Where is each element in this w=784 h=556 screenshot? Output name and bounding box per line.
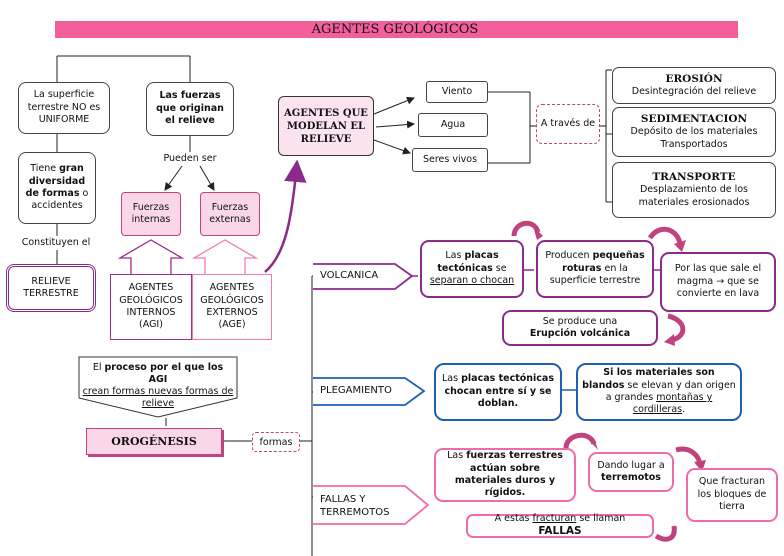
transporte-box: TRANSPORTE Desplazamiento de los materia… (612, 162, 776, 218)
diversidad-box: Tiene gran diversidad de formas o accide… (18, 152, 96, 224)
seres-vivos-box: Seres vivos (412, 148, 488, 172)
sedimentacion-box: SEDIMENTACION Depósito de los materiales… (612, 107, 776, 157)
plegamiento-placas-box: Las placas tectónicas chocan entre sí y … (434, 363, 562, 421)
fallas-terremotos-box: Dando lugar a terremotos (588, 452, 674, 492)
agi-box: AGENTES GEOLÓGICOS INTERNOS (AGI) (110, 274, 192, 340)
relieve-terrestre-box: RELIEVE TERRESTRE (6, 264, 96, 312)
modelan-box: AGENTES QUE MODELAN EL RELIEVE (278, 96, 374, 156)
volcanica-erupcion-box: Se produce una Erupción volcánica (502, 310, 658, 346)
erosion-box: EROSIÓN Desintegración del relieve (612, 67, 776, 104)
formas-label: formas (252, 432, 300, 452)
constituyen-label: Constituyen el (21, 237, 91, 248)
fallas-fracturan-box: Que fracturan los bloques de tierra (686, 468, 778, 522)
title-bar (55, 21, 738, 38)
a-traves-box: A través de (536, 104, 600, 144)
viento-box: Viento (426, 81, 488, 103)
fuerzas-externas-box: Fuerzas externas (200, 192, 260, 236)
fallas-label: FALLAS Y TERREMOTOS (320, 494, 390, 518)
proceso-text: El proceso por el que los AGI crean form… (82, 362, 234, 409)
volcanica-magma-box: Por las que sale el magma → que se convi… (660, 252, 776, 312)
age-box: AGENTES GEOLÓGICOS EXTERNOS (AGE) (192, 274, 272, 340)
fallas-fuerzas-box: Las fuerzas terrestres actúan sobre mate… (434, 448, 576, 502)
fallas-nombre-box: A estas fracturan se llaman FALLAS (466, 513, 654, 538)
fuerzas-originan-box: Las fuerzas que originan el relieve (146, 82, 234, 136)
orogenesis-box: OROGÉNESIS (86, 428, 222, 455)
fuerzas-internas-box: Fuerzas internas (121, 192, 181, 236)
volcanica-roturas-box: Producen pequeñas roturas en la superfic… (536, 240, 654, 298)
plegamiento-label: PLEGAMIENTO (320, 385, 392, 396)
agua-box: Agua (418, 113, 488, 137)
volcanica-label: VOLCANICA (320, 270, 379, 281)
proceso-shape (78, 356, 238, 418)
plegamiento-materiales-box: Si los materiales son blandos se elevan … (576, 363, 742, 421)
pueden-ser-label: Pueden ser (163, 153, 217, 164)
diagram-title: AGENTES GEOLÓGICOS (311, 22, 479, 37)
superficie-box: La superficie terrestre NO es UNIFORME (18, 82, 110, 134)
volcanica-placas-box: Las placas tectónicas se separan o choca… (420, 240, 524, 298)
